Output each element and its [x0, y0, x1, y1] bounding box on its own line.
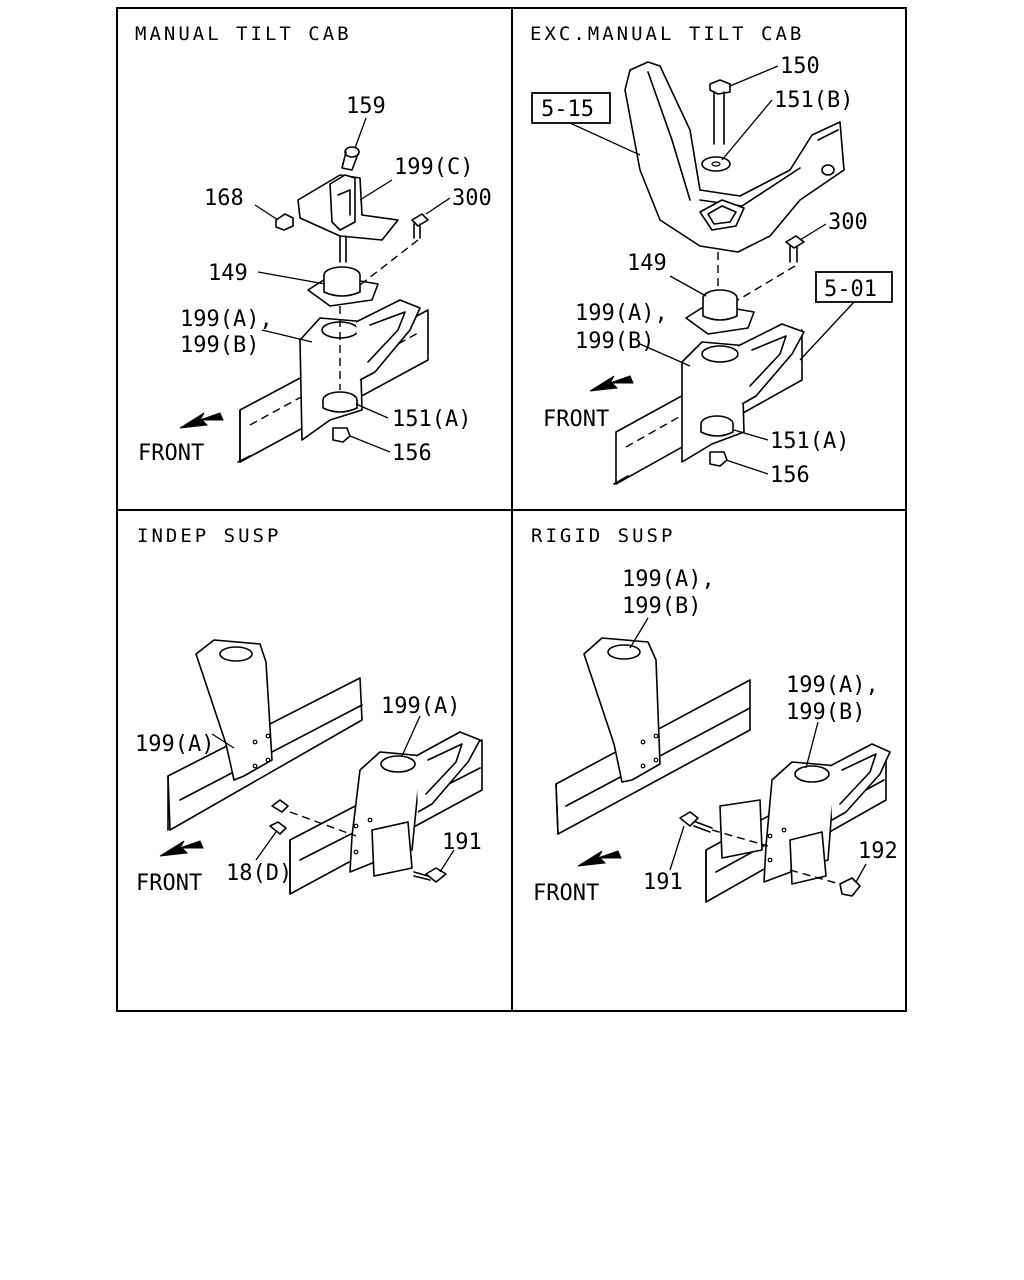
panel-exc-manual-tilt-cab: EXC.MANUAL TILT CAB 5-15 [530, 23, 893, 488]
cab-cross-member [624, 61, 845, 253]
panel-title: MANUAL TILT CAB [135, 23, 352, 45]
front-arrow [179, 412, 224, 429]
front-label: FRONT [543, 407, 609, 432]
panel-title: INDEP SUSP [137, 525, 281, 547]
panel-title: EXC.MANUAL TILT CAB [530, 23, 804, 45]
bracket-199a-right [349, 731, 481, 877]
clip-18d [269, 799, 289, 835]
callout-156: 156 [770, 463, 810, 488]
diagram-frame [116, 7, 907, 1012]
assembly-line [359, 239, 419, 286]
callout-149: 149 [627, 251, 667, 276]
leader-lines [211, 715, 455, 873]
nut-156 [709, 451, 728, 467]
leader-lines [254, 117, 451, 453]
washer-151b [701, 156, 731, 172]
bolt-300 [411, 213, 429, 239]
ref-label-5-01: 5-01 [824, 277, 877, 302]
nut-192 [839, 877, 861, 897]
front-label: FRONT [533, 881, 599, 906]
front-arrow [589, 375, 634, 392]
callout-199a: 199(A), [180, 307, 273, 332]
callout-149: 149 [208, 261, 248, 286]
callout-199a-right: 199(A), [786, 673, 879, 698]
mount-149 [307, 266, 379, 307]
washer-151a [700, 415, 734, 437]
callout-199b: 199(B) [180, 333, 259, 358]
bracket-199-top [583, 637, 661, 783]
bolt-159 [341, 146, 360, 171]
panel-indep-susp: INDEP SUSP [135, 525, 483, 896]
front-label: FRONT [138, 441, 204, 466]
nut-156 [332, 427, 351, 443]
callout-151a: 151(A) [392, 407, 471, 432]
nut-168 [275, 213, 294, 231]
leader-lines [639, 65, 827, 475]
callout-199b-right: 199(B) [786, 700, 865, 725]
front-label: FRONT [136, 871, 202, 896]
callout-18d: 18(D) [226, 861, 292, 886]
callout-191: 191 [643, 870, 683, 895]
callout-199a-right: 199(A) [381, 694, 460, 719]
callout-199a-top: 199(A), [622, 567, 715, 592]
callout-199a-left: 199(A) [135, 732, 214, 757]
callout-199b-top: 199(B) [622, 594, 701, 619]
mount-149 [685, 289, 755, 335]
assembly-line [711, 829, 769, 847]
callout-191: 191 [442, 830, 482, 855]
front-arrow [577, 850, 622, 867]
panel-title: RIGID SUSP [531, 525, 675, 547]
ref-label-5-15: 5-15 [541, 97, 594, 122]
bracket-199-right [719, 743, 891, 885]
callout-151a: 151(A) [770, 429, 849, 454]
assembly-line [289, 811, 357, 837]
stud [339, 235, 347, 263]
panel-rigid-susp: RIGID SUSP [531, 525, 898, 906]
bolt-300 [785, 235, 805, 263]
callout-199b: 199(B) [575, 329, 654, 354]
bolt-150 [709, 79, 731, 145]
callout-300: 300 [452, 186, 492, 211]
callout-168: 168 [204, 186, 244, 211]
callout-192: 192 [858, 839, 898, 864]
panel-manual-tilt-cab: MANUAL TILT CAB [135, 23, 492, 466]
callout-156: 156 [392, 441, 432, 466]
callout-159: 159 [346, 94, 386, 119]
assembly-line [789, 869, 841, 885]
ref-box-5-01: 5-01 [799, 271, 893, 361]
front-arrow [159, 840, 204, 857]
bolt-191 [679, 811, 713, 833]
callout-199a: 199(A), [575, 301, 668, 326]
bracket-199a-left [195, 639, 273, 781]
leader-lines [629, 617, 867, 883]
assembly-line [737, 265, 796, 301]
ref-box-5-15: 5-15 [531, 92, 641, 156]
callout-151b: 151(B) [774, 88, 853, 113]
bracket-199c [297, 174, 399, 241]
callout-150: 150 [780, 54, 820, 79]
washer-151a [322, 391, 358, 413]
callout-300: 300 [828, 210, 868, 235]
callout-199c: 199(C) [394, 155, 473, 180]
